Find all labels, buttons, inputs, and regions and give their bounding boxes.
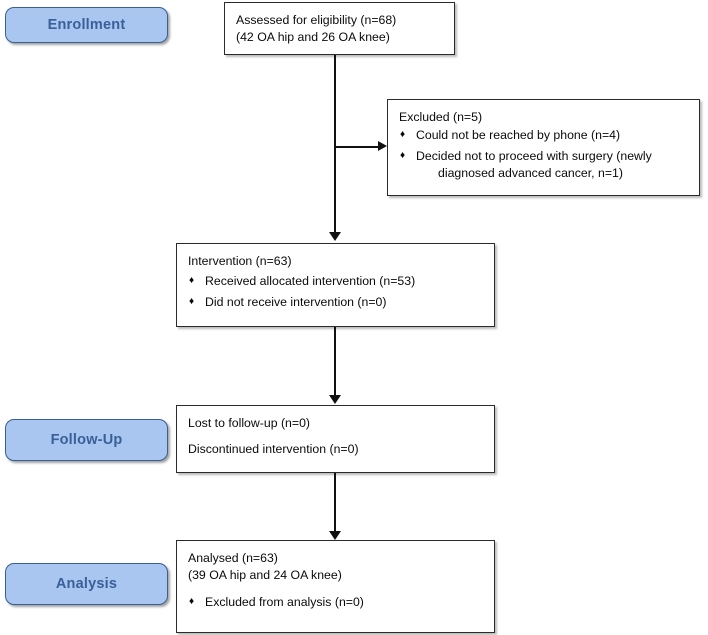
list-item: ♦ Received allocated intervention (n=53) <box>188 273 494 290</box>
stage-label-analysis: Analysis <box>5 563 168 605</box>
connector-assessed-to-intervention <box>334 55 336 234</box>
excluded-reason-2-continuation: diagnosed advanced cancer, n=1) <box>438 165 623 180</box>
box-excluded: Excluded (n=5) ♦ Could not be reached by… <box>387 99 700 196</box>
arrowhead-into-excluded <box>378 141 387 151</box>
excluded-reason-list: ♦ Could not be reached by phone (n=4) ♦ … <box>399 127 699 182</box>
diamond-bullet-icon: ♦ <box>400 150 406 161</box>
excluded-reason-2: Decided not to proceed with surgery (new… <box>416 149 652 163</box>
analysed-line-2: (39 OA hip and 24 OA knee) <box>188 567 342 582</box>
assessed-line-1: Assessed for eligibility (n=68) <box>236 13 397 27</box>
connector-intervention-to-followup <box>334 327 336 397</box>
stage-label-analysis-text: Analysis <box>55 576 118 592</box>
analysed-line-1: Analysed (n=63) <box>188 551 278 565</box>
stage-label-enrollment: Enrollment <box>5 7 168 43</box>
stage-label-follow-up-text: Follow-Up <box>50 432 123 448</box>
diamond-bullet-icon: ♦ <box>400 128 406 140</box>
connector-followup-to-analysed <box>334 473 336 533</box>
list-item: ♦ Decided not to proceed with surgery (n… <box>399 148 699 181</box>
stage-label-enrollment-text: Enrollment <box>47 17 126 33</box>
analysed-list: ♦ Excluded from analysis (n=0) <box>188 594 494 611</box>
followup-line-2: Discontinued intervention (n=0) <box>188 441 359 456</box>
assessed-line-2: (42 OA hip and 26 OA knee) <box>236 29 390 44</box>
box-intervention: Intervention (n=63) ♦ Received allocated… <box>176 243 495 327</box>
connector-trunk-to-excluded <box>334 146 379 148</box>
followup-line-1: Lost to follow-up (n=0) <box>188 416 311 430</box>
diamond-bullet-icon: ♦ <box>189 274 195 286</box>
intervention-item-2: Did not receive intervention (n=0) <box>205 295 387 309</box>
followup-spacer <box>188 432 494 441</box>
box-analysed: Analysed (n=63) (39 OA hip and 24 OA kne… <box>176 540 495 633</box>
box-follow-up: Lost to follow-up (n=0) Discontinued int… <box>176 405 495 473</box>
diamond-bullet-icon: ♦ <box>189 296 195 307</box>
intervention-list: ♦ Received allocated intervention (n=53)… <box>188 273 494 311</box>
intervention-item-1: Received allocated intervention (n=53) <box>205 273 416 288</box>
excluded-reason-1: Could not be reached by phone (n=4) <box>416 127 621 142</box>
analysed-item-1: Excluded from analysis (n=0) <box>205 595 364 609</box>
stage-label-follow-up: Follow-Up <box>5 419 168 461</box>
diamond-bullet-icon: ♦ <box>189 596 195 607</box>
arrowhead-into-intervention <box>329 232 341 241</box>
excluded-heading: Excluded (n=5) <box>399 110 483 124</box>
arrowhead-into-analysed <box>329 531 341 540</box>
list-item: ♦ Excluded from analysis (n=0) <box>188 594 494 611</box>
intervention-heading: Intervention (n=63) <box>188 254 292 268</box>
list-item: ♦ Could not be reached by phone (n=4) <box>399 127 699 144</box>
list-item: ♦ Did not receive intervention (n=0) <box>188 294 494 311</box>
arrowhead-into-followup <box>329 395 341 404</box>
box-assessed-for-eligibility: Assessed for eligibility (n=68) (42 OA h… <box>224 2 455 55</box>
